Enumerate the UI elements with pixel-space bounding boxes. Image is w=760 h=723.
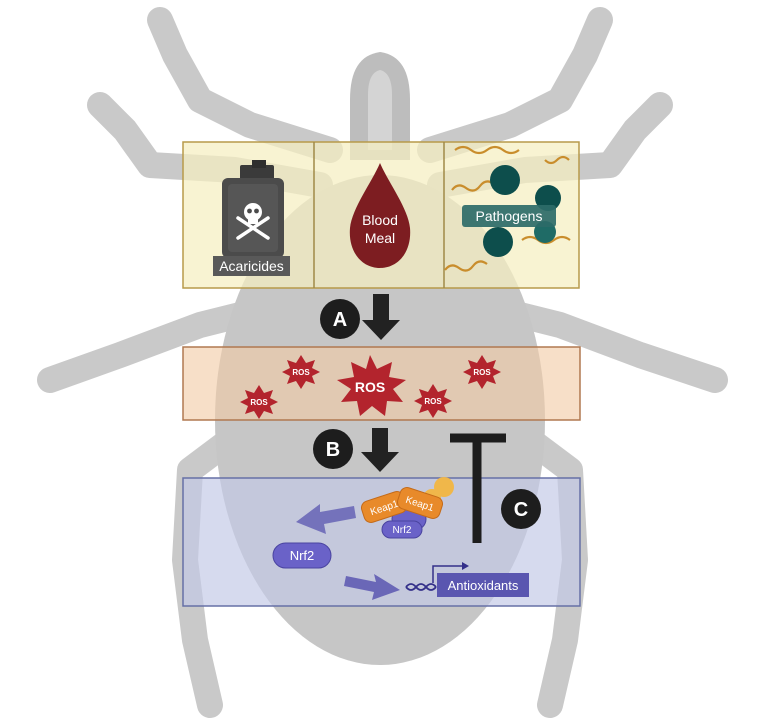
arrow-down-a-icon [362,294,400,340]
ros-large-label: ROS [355,379,385,395]
pathogens-label: Pathogens [476,208,543,224]
dna-helix-icon [405,583,437,591]
blood-drop-icon [349,163,411,268]
nrf2-bound-label: Nrf2 [393,525,412,536]
ros-burst-large-icon [337,355,406,416]
stressor-panel: Acaricides Blood Meal Pathogens [182,141,580,289]
ros-burst-small-1-icon [282,355,320,389]
ros-burst-small-4-icon [463,355,501,389]
ros-small-3-label: ROS [424,397,442,406]
blood-meal-label-line1: Blood [362,212,398,228]
nrf2-free-pill [272,542,332,569]
blood-meal-label-line2: Meal [365,230,395,246]
transcription-start-icon [432,562,469,583]
arrow-down-b-icon [361,428,399,472]
ros-burst-small-3-icon [414,384,452,418]
acaricide-canister-icon [222,160,284,258]
ros-small-4-label: ROS [473,368,491,377]
antioxidants-box [437,573,529,597]
step-a: A [320,294,400,340]
step-b-label: B [326,439,340,461]
nrf2-free-label: Nrf2 [290,548,315,563]
ros-burst-small-2-icon [240,385,278,419]
antioxidants-label: Antioxidants [448,578,519,593]
ros-panel: ROS ROS ROS ROS ROS [182,346,581,421]
step-b: B [313,428,399,472]
step-c: C [450,433,541,543]
acaricides-label: Acaricides [219,258,284,274]
skull-crossbones-icon [236,203,270,240]
ros-small-2-label: ROS [250,398,268,407]
ros-small-1-label: ROS [292,368,310,377]
keap1-nrf2-complex: Keap1 Keap1 Nrf2 [360,477,454,539]
step-a-label: A [333,309,347,331]
translocation-arrow-icon [344,574,400,600]
step-c-label: C [514,499,528,521]
release-arrow-icon [296,504,356,534]
